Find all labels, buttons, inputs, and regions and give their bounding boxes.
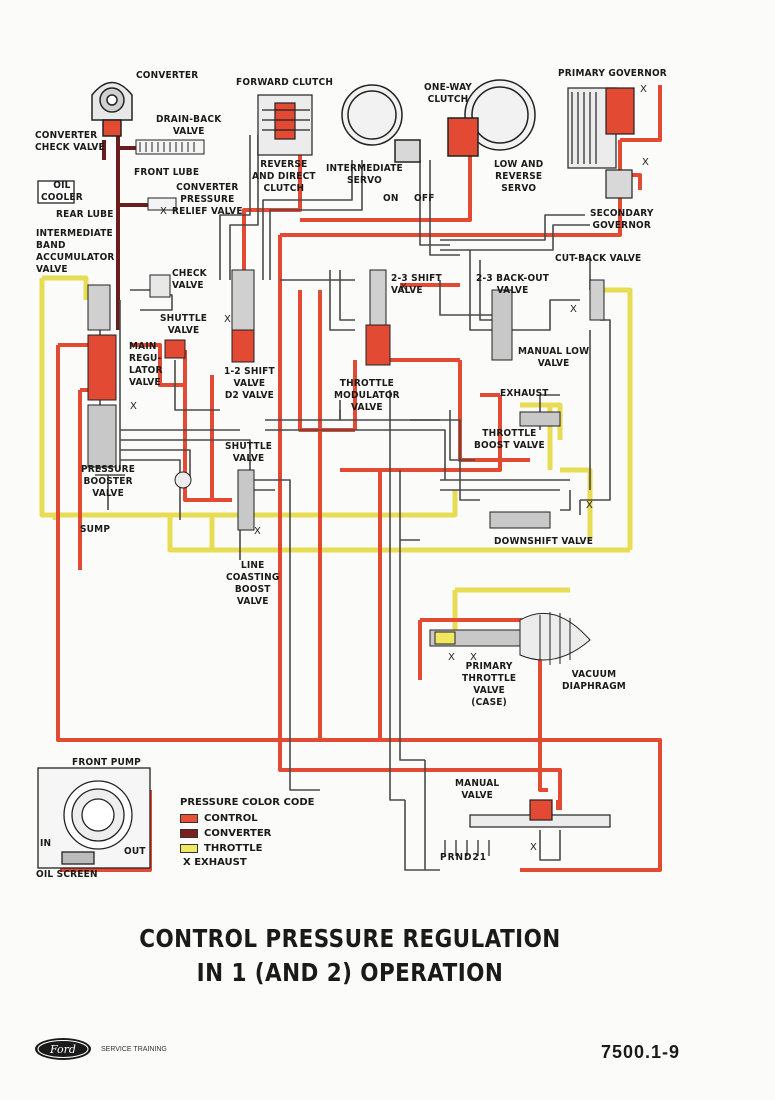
drain-back-valve [135, 139, 205, 155]
svg-text:X: X [448, 652, 455, 663]
legend-label-control: CONTROL [204, 813, 258, 824]
svg-text:X: X [400, 282, 407, 293]
intermediate-servo-component [341, 84, 421, 163]
svg-text:X: X [254, 526, 261, 537]
oil-cooler-box [37, 180, 75, 204]
relief-valve [147, 197, 177, 211]
label-prnd21: PRND21 [440, 852, 488, 863]
converter-lines [102, 120, 148, 330]
ford-logo-text: Ford [49, 1043, 76, 1056]
label-cut-back-valve: CUT-BACK VALVE [555, 253, 642, 264]
page-title-line-2: IN 1 (AND 2) OPERATION [196, 958, 504, 987]
label-off: OFF [414, 193, 435, 204]
label-line-coasting-boost-valve: LINE COASTING BOOST VALVE [226, 560, 280, 607]
label-1-2-shift-valve: 1-2 SHIFT VALVE D2 VALVE [224, 366, 275, 401]
label-drain-back-valve: DRAIN-BACK VALVE [156, 114, 222, 137]
label-2-3-back-out-valve: 2-3 BACK-OUT VALVE [476, 273, 550, 296]
legend-item-exhaust: X EXHAUST [183, 857, 247, 868]
label-front-pump: FRONT PUMP [72, 757, 141, 768]
label-pressure-booster-valve: PRESSURE BOOSTER VALVE [81, 464, 136, 499]
legend-item-throttle: THROTTLE [180, 843, 262, 854]
label-throttle-modulator-valve: THROTTLE MODULATOR VALVE [334, 378, 400, 413]
exhaust-marks: X X X X X X X X X X X X [130, 84, 649, 853]
throttle-lines [39, 275, 633, 638]
manual-valve-component [444, 799, 611, 856]
legend-title: PRESSURE COLOR CODE [180, 797, 315, 808]
primary-governor-component [567, 87, 635, 199]
label-reverse-direct-clutch: REVERSE AND DIRECT CLUTCH [252, 159, 316, 194]
label-on: ON [383, 193, 399, 204]
label-out: OUT [124, 846, 146, 857]
legend-swatch-throttle [180, 844, 198, 853]
ford-logo: Ford [35, 1038, 91, 1060]
label-throttle-boost-valve: THROTTLE BOOST VALVE [474, 428, 545, 451]
footer-service-training: SERVICE TRAINING [101, 1046, 167, 1053]
legend-item-control: CONTROL [180, 813, 258, 824]
label-front-lube: FRONT LUBE [134, 167, 200, 178]
label-converter-check-valve: CONVERTER CHECK VALVE [35, 130, 105, 153]
label-oil-screen: OIL SCREEN [36, 869, 98, 880]
document-number: 7500.1-9 [601, 1042, 681, 1062]
legend-swatch-control [180, 814, 198, 823]
one-way-clutch-component [447, 79, 536, 157]
label-sump: SUMP [80, 524, 111, 535]
valve-body-stacks [87, 269, 605, 531]
label-low-reverse-servo: LOW AND REVERSE SERVO [494, 159, 544, 194]
forward-clutch-component [257, 94, 313, 156]
label-secondary-governor: SECONDARY GOVERNOR [590, 208, 654, 231]
label-intermediate-band-accumulator: INTERMEDIATE BAND ACCUMULATOR VALVE [36, 228, 115, 275]
label-shuttle-valve-top: SHUTTLE VALVE [160, 313, 208, 336]
primary-throttle-valve [429, 612, 591, 665]
label-in: IN [40, 838, 52, 849]
legend-label-throttle: THROTTLE [204, 843, 263, 854]
label-manual-low-valve: MANUAL LOW VALVE [518, 346, 590, 369]
svg-text:X: X [642, 157, 649, 168]
label-check-valve: CHECK VALVE [172, 268, 207, 291]
svg-text:X: X [530, 842, 537, 853]
svg-text:X: X [570, 304, 577, 315]
svg-text:X: X [470, 652, 477, 663]
svg-text:X: X [130, 401, 137, 412]
label-downshift-valve: DOWNSHIFT VALVE [494, 536, 594, 547]
label-intermediate-servo: INTERMEDIATE SERVO [326, 163, 403, 186]
label-rear-lube: REAR LUBE [56, 209, 114, 220]
page-title-line-1: CONTROL PRESSURE REGULATION [139, 924, 561, 953]
legend-label-converter: CONVERTER [204, 828, 272, 839]
label-one-way-clutch: ONE-WAY CLUTCH [424, 82, 473, 105]
legend-swatch-converter [180, 829, 198, 838]
label-exhaust: EXHAUST [500, 388, 549, 399]
label-manual-valve: MANUAL VALVE [455, 778, 500, 801]
svg-text:X: X [586, 500, 593, 511]
passage-lines [95, 135, 611, 871]
label-vacuum-diaphragm: VACUUM DIAPHRAGM [562, 669, 626, 692]
label-converter-pressure-relief: CONVERTER PRESSURE RELIEF VALVE [172, 182, 243, 217]
svg-text:X: X [224, 314, 231, 325]
label-shuttle-valve-mid: SHUTTLE VALVE [225, 441, 273, 464]
converter-component [91, 81, 133, 137]
label-primary-governor: PRIMARY GOVERNOR [558, 68, 667, 79]
front-pump-component [37, 767, 151, 869]
label-oil-cooler: OIL COOLER [41, 180, 83, 203]
svg-text:X: X [160, 206, 167, 217]
label-converter: CONVERTER [136, 70, 199, 81]
label-main-regulator-valve: MAIN REGU- LATOR VALVE [129, 341, 163, 388]
label-forward-clutch: FORWARD CLUTCH [236, 77, 334, 88]
svg-text:X: X [640, 84, 647, 95]
label-primary-throttle-valve: PRIMARY THROTTLE VALVE (CASE) [462, 661, 517, 708]
legend-item-converter: CONVERTER [180, 828, 271, 839]
label-2-3-shift-valve: 2-3 SHIFT VALVE [391, 273, 442, 296]
